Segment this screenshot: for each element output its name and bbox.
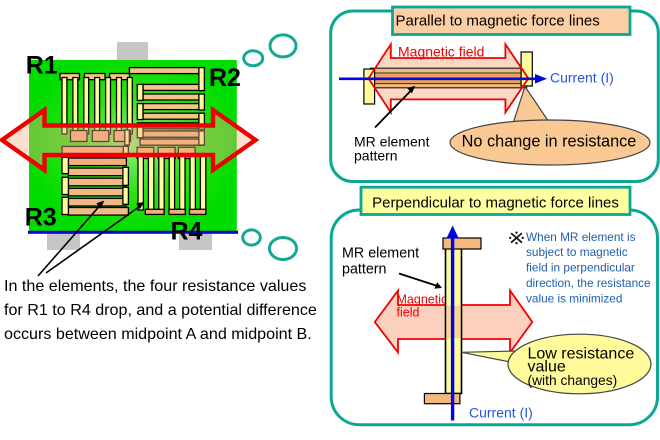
svg-text:pattern: pattern (354, 148, 398, 164)
svg-text:Perpendicular to magnetic forc: Perpendicular to magnetic force lines (372, 195, 619, 212)
svg-text:Parallel to magnetic force lin: Parallel to magnetic force lines (396, 13, 600, 30)
svg-text:occurs between midpoint A and: occurs between midpoint A and midpoint B… (4, 325, 312, 343)
svg-text:Current (I): Current (I) (550, 69, 614, 85)
svg-text:R3: R3 (25, 203, 57, 231)
svg-text:R2: R2 (209, 64, 241, 92)
svg-text:(with changes): (with changes) (528, 373, 618, 388)
svg-text:Current (I): Current (I) (469, 405, 533, 421)
svg-text:for R1 to R4 drop, and a poten: for R1 to R4 drop, and a potential diffe… (4, 301, 317, 319)
svg-text:Magnetic field: Magnetic field (398, 44, 484, 60)
svg-text:MR element: MR element (354, 133, 430, 149)
svg-text:field in perpendicular: field in perpendicular (526, 261, 635, 275)
svg-text:Low resistance: Low resistance (528, 346, 635, 363)
svg-text:field: field (397, 306, 420, 320)
svg-text:value: value (528, 358, 566, 375)
svg-text:subject to magnetic: subject to magnetic (526, 245, 628, 259)
svg-text:MR element: MR element (342, 245, 419, 261)
svg-text:pattern: pattern (342, 261, 387, 277)
svg-text:value is minimized: value is minimized (526, 291, 622, 305)
svg-text:R4: R4 (171, 217, 203, 245)
svg-text:In the elements, the four resi: In the elements, the four resistance val… (4, 277, 306, 295)
svg-text:direction, the resistance: direction, the resistance (526, 276, 651, 290)
svg-text:R1: R1 (26, 52, 58, 80)
svg-text:Magnetic: Magnetic (397, 293, 448, 307)
svg-text:No change in resistance: No change in resistance (462, 132, 637, 150)
svg-text:When MR element is: When MR element is (526, 230, 636, 244)
